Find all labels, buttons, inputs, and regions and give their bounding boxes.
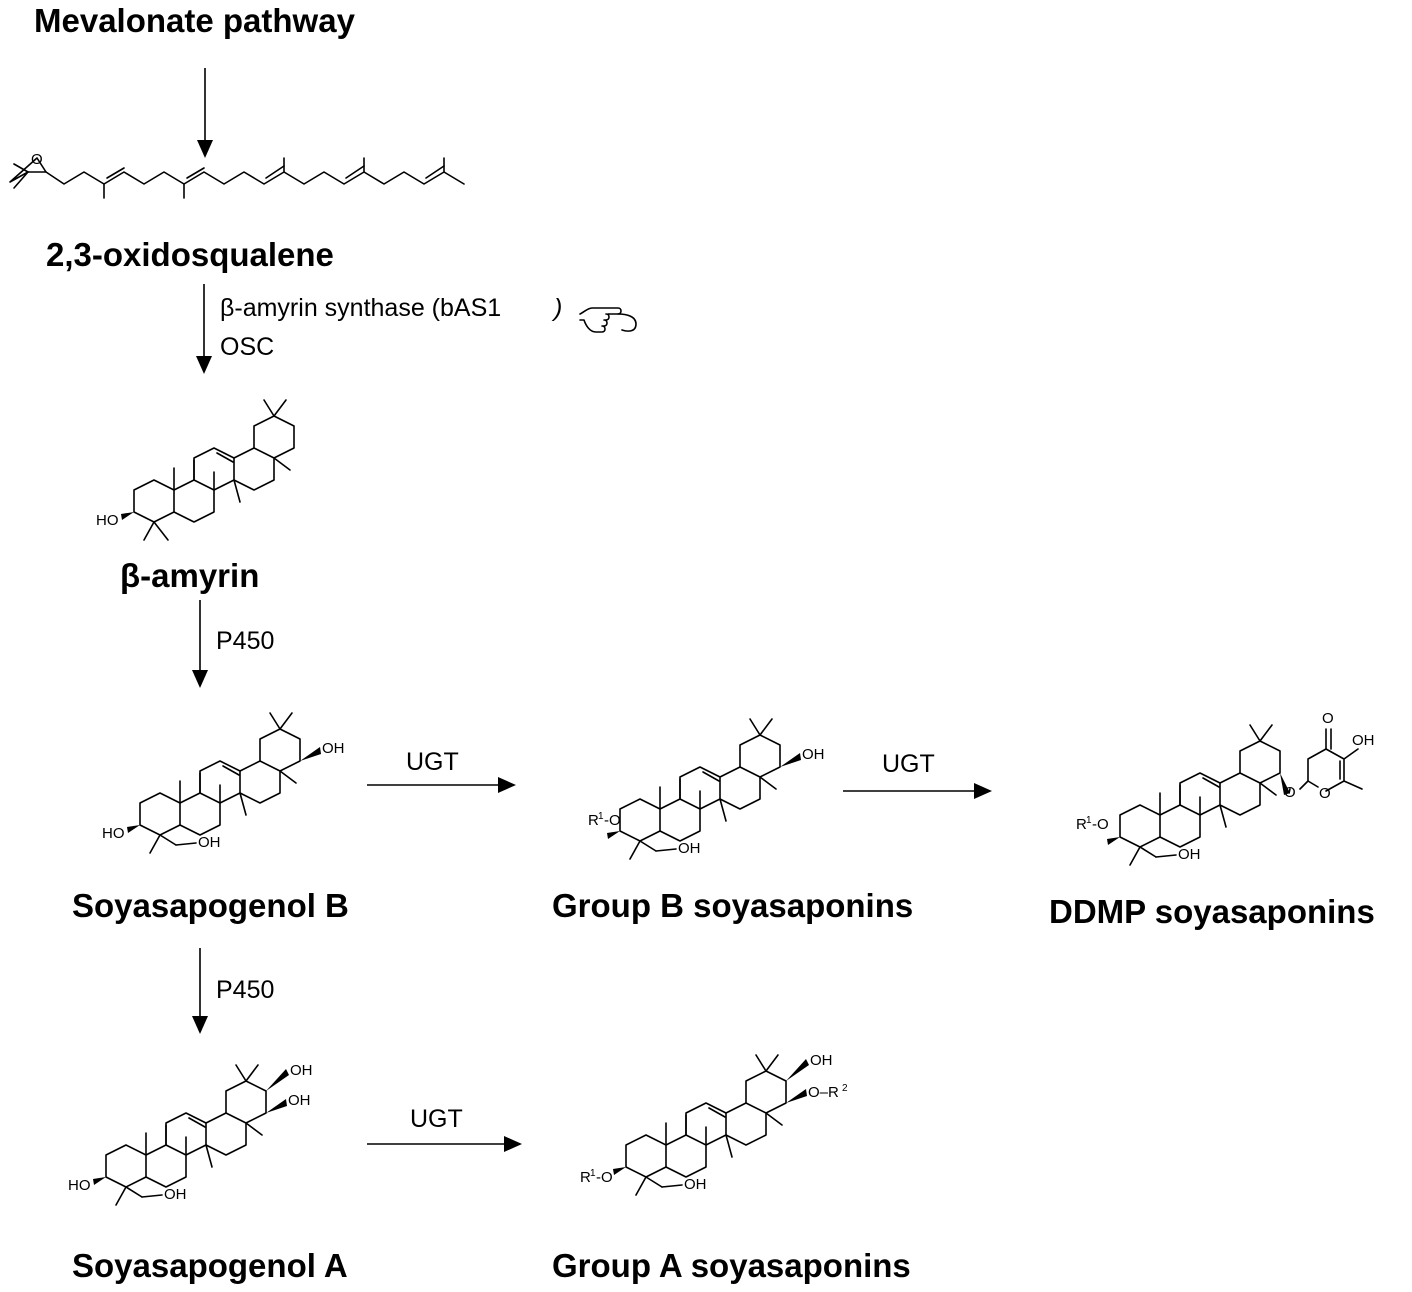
epoxide-oxygen-label: O	[31, 151, 43, 168]
group-b-o-label: -O	[604, 812, 621, 829]
soyasapogenol-a-oh-label-3: OH	[290, 1062, 313, 1079]
soyasapogenol-b-label: Soyasapogenol B	[72, 887, 349, 924]
arrow-soyasapogenol-b-to-a	[192, 948, 208, 1034]
arrow-soyasapogenol-a-to-group-a	[367, 1136, 522, 1152]
ddmp-soyasaponins-label: DDMP soyasaponins	[1049, 893, 1375, 930]
soyasapogenol-a-oh-label-2: OH	[288, 1092, 311, 1109]
soyasapogenol-a-label: Soyasapogenol A	[72, 1247, 348, 1284]
ugt-enzyme-label-1: UGT	[406, 748, 459, 776]
amyrin-label: β-amyrin	[120, 557, 259, 594]
ddmp-r-superscript: 1	[1086, 815, 1092, 826]
group-b-oh-label-2: OH	[802, 746, 825, 763]
group-a-or2-label: O–R	[808, 1084, 839, 1101]
ddmp-o-label: -O	[1092, 816, 1109, 833]
soyasapogenol-a-structure: HO OH OH OH	[68, 1062, 313, 1206]
ddmp-oh-label: OH	[1178, 846, 1201, 863]
oxidosqualene-label: 2,3-oxidosqualene	[46, 236, 334, 273]
soyasapogenol-a-oh-label: OH	[164, 1186, 187, 1203]
group-a-o-label: -O	[596, 1169, 613, 1186]
p450-enzyme-label-1: P450	[216, 627, 274, 655]
arrow-amyrin-to-soyasapogenol-b	[192, 600, 208, 688]
group-a-r-label: R	[580, 1169, 591, 1186]
ddmp-ring-oxygen-label: O	[1319, 785, 1331, 802]
arrow-mevalonate-to-oxidosqualene	[197, 68, 213, 158]
group-a-structure: R 1 -O OH O–R 2 OH	[580, 1052, 848, 1196]
mevalonate-pathway-label: Mevalonate pathway	[34, 2, 356, 39]
ddmp-r-label: R	[1076, 816, 1087, 833]
oxidosqualene-structure: O	[9, 151, 465, 199]
ddmp-link-oxygen-label: O	[1284, 784, 1296, 801]
ddmp-keto-oxygen-label: O	[1322, 710, 1334, 727]
group-b-r-superscript: 1	[598, 811, 604, 822]
ugt-enzyme-label-2: UGT	[882, 750, 935, 778]
soyasapogenol-b-ho-label: HO	[102, 825, 125, 842]
group-b-oh-label: OH	[678, 840, 701, 857]
soyasapogenol-b-structure: HO OH OH	[102, 712, 345, 854]
soyasapogenol-a-ho-label: HO	[68, 1177, 91, 1194]
ddmp-ring-oh-label: OH	[1352, 732, 1375, 749]
group-a-r-superscript: 1	[590, 1168, 596, 1179]
group-b-r-label: R	[588, 812, 599, 829]
arrow-oxidosqualene-to-amyrin	[196, 284, 212, 374]
ugt-enzyme-label-3: UGT	[410, 1105, 463, 1133]
group-a-oh-label-2: OH	[810, 1052, 833, 1069]
arrow-soyasapogenol-b-to-group-b	[367, 777, 516, 793]
osc-enzyme-label: OSC	[220, 333, 274, 361]
group-b-structure: R 1 -O OH OH	[588, 718, 825, 860]
bas1-enzyme-label: β-amyrin synthase (bAS1	[220, 294, 501, 322]
group-a-oh-label: OH	[684, 1176, 707, 1193]
pointing-hand-icon	[579, 307, 637, 333]
p450-enzyme-label-2: P450	[216, 976, 274, 1004]
arrow-group-b-to-ddmp	[843, 783, 992, 799]
amyrin-ho-label: HO	[96, 512, 119, 529]
amyrin-structure: HO	[96, 399, 295, 541]
soyasapogenol-b-oh-label: OH	[198, 834, 221, 851]
soyasapogenol-b-oh-label-2: OH	[322, 740, 345, 757]
group-b-soyasaponins-label: Group B soyasaponins	[552, 887, 913, 924]
group-a-r2-superscript: 2	[842, 1083, 848, 1094]
bas1-enzyme-closing-paren: )	[551, 294, 562, 322]
group-a-soyasaponins-label: Group A soyasaponins	[552, 1247, 911, 1284]
ddmp-structure: R 1 -O OH O O O OH	[1076, 710, 1375, 866]
